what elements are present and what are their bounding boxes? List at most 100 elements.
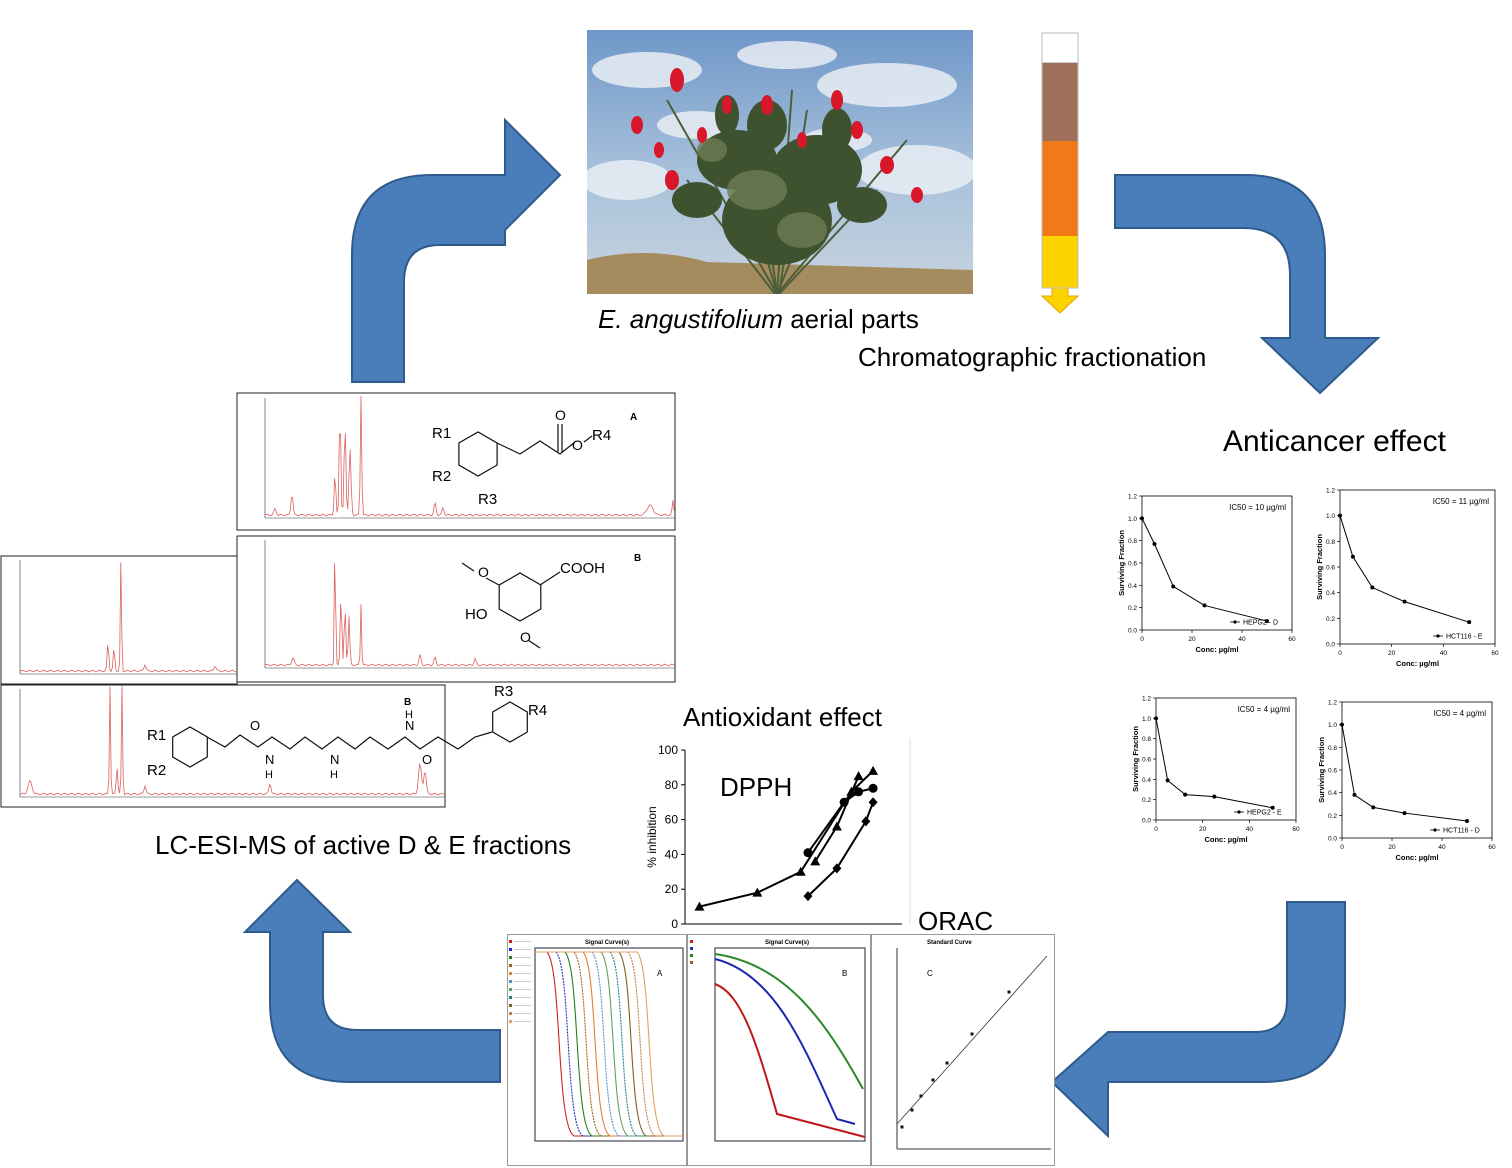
dpph-point — [752, 887, 763, 897]
y-tick-label: 0.4 — [1128, 583, 1137, 590]
orac-a-curve — [535, 951, 683, 1137]
ms-a-r3: R3 — [478, 491, 498, 508]
ms-c-n3: N — [405, 718, 414, 733]
y-tick-label: 0.6 — [1142, 757, 1151, 764]
x-axis-label: Conc: µg/ml — [1396, 659, 1439, 668]
y-tick-label: 40 — [665, 847, 679, 861]
data-point — [1171, 584, 1176, 589]
ms-bb-r1: R1 — [147, 727, 167, 744]
orac-a-title: Signal Curve(s) — [585, 940, 629, 946]
orac-b-curve-red — [714, 983, 866, 1138]
orac-b-legend-key — [690, 940, 693, 943]
orac-c-point — [919, 1094, 923, 1098]
ms-a-r1: R1 — [432, 425, 452, 442]
orac-a-curve — [535, 951, 683, 1137]
y-tick-label: 60 — [665, 813, 679, 827]
ms-c-chain — [206, 731, 493, 750]
ms-b-cooh: COOH — [560, 560, 605, 577]
dpph-point — [803, 848, 813, 858]
plot-frame — [1339, 489, 1496, 645]
x-tick-label: 0 — [1154, 826, 1158, 833]
legend-marker — [1233, 620, 1237, 624]
orac-a-legend-key — [509, 956, 512, 959]
y-tick-label: 0.2 — [1326, 616, 1335, 623]
y-axis-label: % inhibition — [645, 806, 659, 867]
ms-b-o-top: O — [478, 564, 489, 580]
orac-a-curve — [535, 951, 683, 1137]
antioxidant-title: Antioxidant effect — [683, 702, 882, 732]
ms-bb-r3: R3 — [494, 683, 514, 700]
ms-c-trace — [19, 685, 445, 796]
orac-c-point — [1007, 990, 1011, 994]
y-tick-label: 80 — [665, 778, 679, 792]
dpph-series-line — [814, 775, 860, 862]
orac-b-legend-key — [690, 961, 693, 964]
arrow-lcms-to-plant — [351, 117, 562, 383]
ms-a-o-top: O — [555, 407, 566, 423]
y-tick-label: 0.4 — [1328, 790, 1337, 797]
x-tick-label: 20 — [1388, 650, 1396, 657]
y-tick-label: 0.2 — [1328, 813, 1337, 820]
orac-b-letter: B — [842, 969, 847, 978]
data-point — [1465, 819, 1469, 823]
dpph-point — [868, 783, 878, 793]
y-tick-label: 0.0 — [1326, 642, 1335, 649]
ms-a-frame — [236, 392, 676, 531]
data-point — [1402, 599, 1407, 604]
data-point — [1202, 603, 1207, 608]
ms-b-methyl — [461, 562, 475, 572]
data-point — [1212, 794, 1217, 799]
ms-a-trace — [264, 395, 675, 517]
orac-a-curve — [535, 951, 683, 1137]
orac-c-point — [910, 1108, 914, 1112]
ms-b-trace — [264, 562, 675, 667]
y-tick-label: 0.8 — [1328, 745, 1337, 752]
x-tick-label: 40 — [1246, 826, 1254, 833]
arrow-fractionation-to-anticancer — [1114, 174, 1381, 395]
plot-frame — [1155, 697, 1297, 821]
data-point — [1140, 516, 1144, 521]
legend-marker — [1237, 810, 1241, 814]
ms-a-chain — [496, 440, 576, 455]
ms-b-methoxy-bond — [485, 577, 500, 586]
ms-c-o-left: O — [250, 718, 260, 733]
ic50-label: IC50 = 11 µg/ml — [1433, 497, 1489, 506]
dpph-point — [694, 901, 705, 911]
x-tick-label: 0 — [1140, 636, 1144, 643]
orac-c-point — [931, 1078, 935, 1082]
data-point — [1152, 542, 1157, 547]
arrow-antioxidant-to-lcms — [242, 878, 501, 1083]
orac-c-point — [900, 1125, 904, 1129]
legend-marker — [1433, 828, 1437, 832]
orac-label: ORAC — [918, 906, 994, 936]
orac-a-legend-key — [509, 996, 512, 999]
fractionation-caption: Chromatographic fractionation — [858, 342, 1207, 372]
plot-frame — [1341, 701, 1493, 839]
y-tick-label: 0.0 — [1142, 818, 1151, 825]
ms-left-trace — [19, 562, 237, 673]
dpph-point — [831, 821, 842, 831]
ms-a-r2: R2 — [432, 468, 452, 485]
ms-a-letter: A — [630, 412, 638, 423]
data-point — [1154, 716, 1158, 721]
orac-a-legend-key — [509, 964, 512, 967]
x-tick-label: 20 — [1199, 826, 1207, 833]
orac-a-letter: A — [657, 969, 663, 978]
ic50-label: IC50 = 4 µg/ml — [1238, 705, 1291, 714]
arrow-anticancer-to-antioxidant — [1050, 901, 1346, 1139]
x-axis-label: Conc: µg/ml — [1204, 835, 1247, 844]
data-point — [1371, 805, 1376, 810]
dpph-label: DPPH — [720, 772, 793, 802]
dpph-point — [810, 856, 821, 866]
dpph-series-line — [807, 787, 874, 854]
y-tick-label: 0 — [671, 917, 678, 931]
ms-bb-r4: R4 — [528, 702, 548, 719]
ms-b-cooh-bond — [539, 571, 561, 586]
y-tick-label: 0.6 — [1128, 561, 1137, 568]
dpph-series-line — [807, 801, 875, 897]
